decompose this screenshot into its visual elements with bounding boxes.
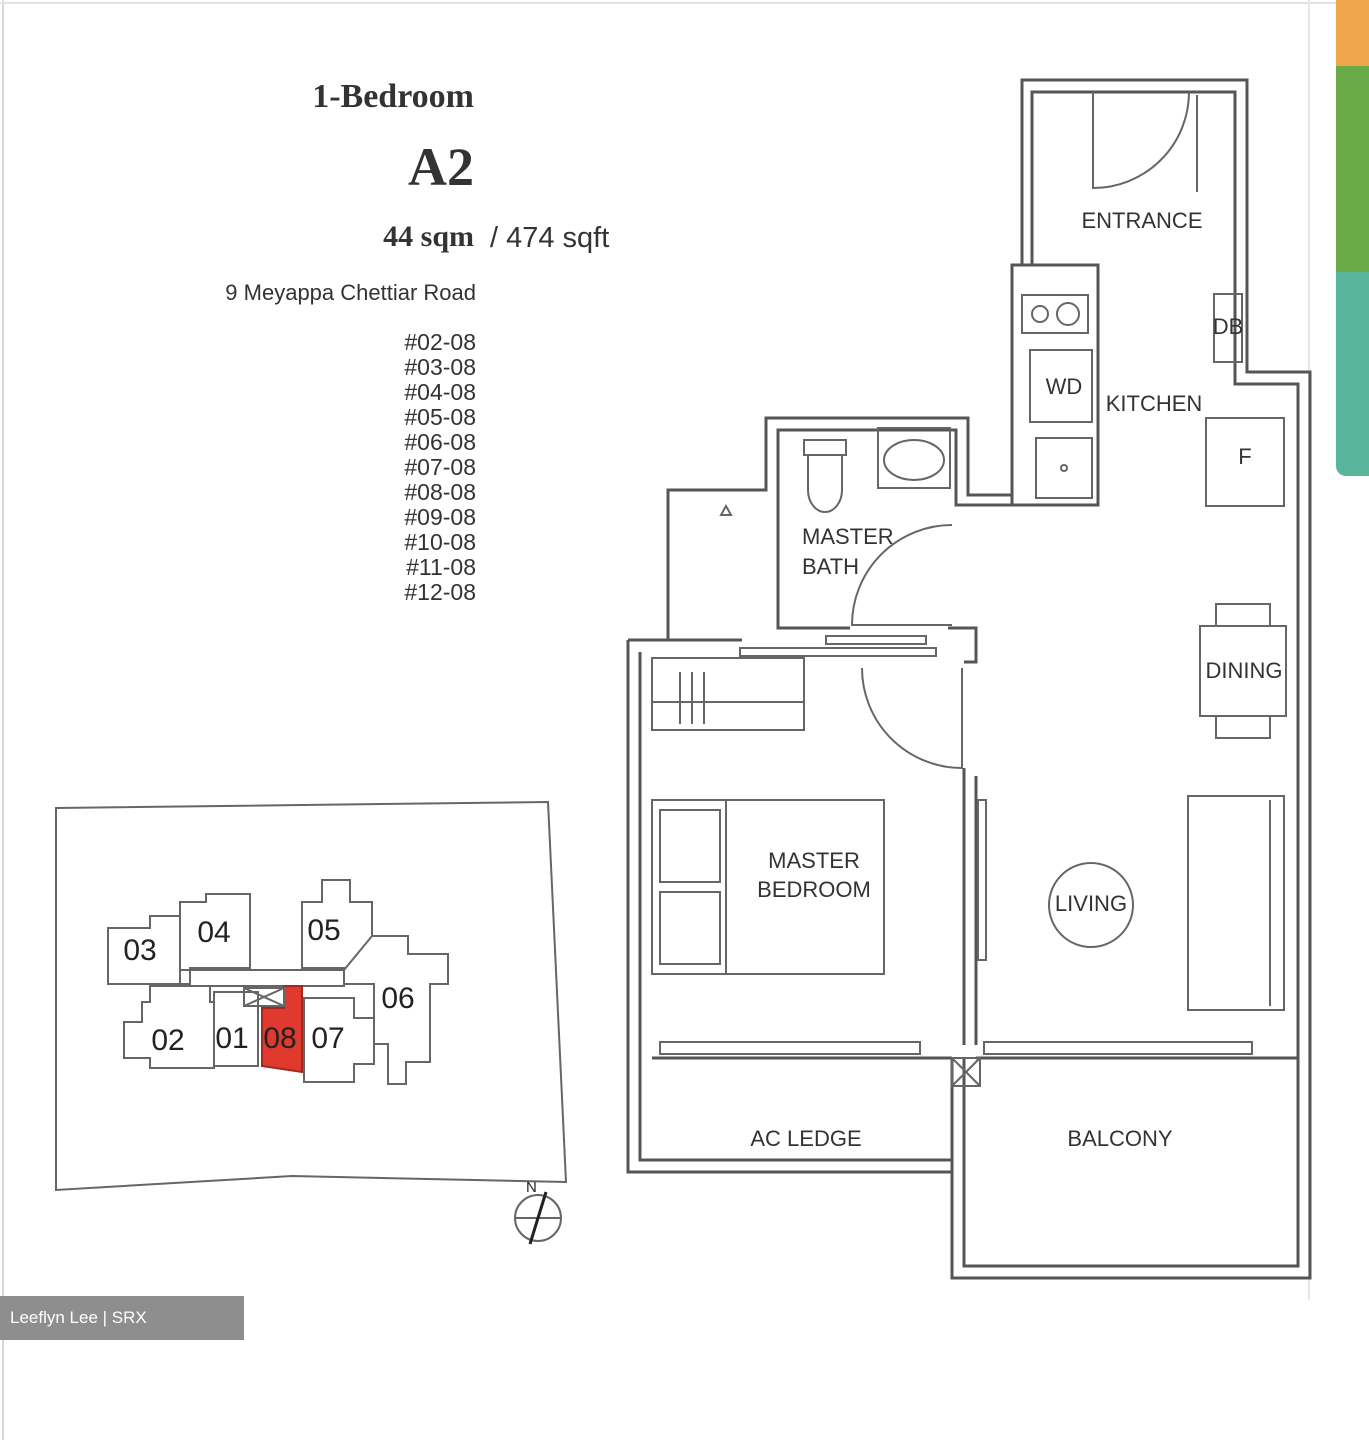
- address: 9 Meyappa Chettiar Road: [225, 280, 476, 305]
- label-master-bath-1: MASTER: [802, 524, 894, 549]
- hob: [1021, 294, 1089, 334]
- column-cross: [951, 1057, 981, 1087]
- area-sqft: / 474 sqft: [490, 222, 610, 254]
- ac-ledge-window: [659, 1041, 921, 1055]
- unit-item: #07-08: [404, 454, 476, 480]
- bedroom-door: [861, 667, 963, 770]
- outer-wall-east: [950, 78, 1312, 1280]
- keyplan-unit-03: 03: [123, 934, 156, 967]
- wardrobe: [651, 657, 805, 731]
- block-07: [303, 997, 375, 1083]
- north-arrow-icon: [514, 1194, 562, 1242]
- label-master-bedroom-2: BEDROOM: [757, 877, 871, 902]
- label-wd: WD: [1046, 374, 1083, 399]
- entrance-door: [1092, 91, 1190, 190]
- hob-burner-icon: [1056, 302, 1080, 326]
- frame-border-top: [0, 2, 1340, 4]
- unit-item: #04-08: [404, 379, 476, 405]
- lift-cross: [243, 987, 285, 1007]
- label-kitchen: KITCHEN: [1106, 391, 1203, 416]
- north-arrow-needle: [528, 1191, 548, 1245]
- column-icon: [951, 1057, 981, 1087]
- floorplan: ENTRANCE DB WD KITCHEN F MASTER BATH DIN…: [626, 78, 1312, 1280]
- pillow: [659, 891, 721, 965]
- outer-wall-east-inner: [962, 90, 1300, 1268]
- corridor: [179, 969, 345, 987]
- side-tab-green[interactable]: [1336, 66, 1369, 272]
- bath-door: [850, 524, 953, 626]
- washer-dryer: [1029, 349, 1093, 423]
- keyplan: 03 04 05 06 02 01 08 07 N: [55, 800, 568, 1245]
- unit-item: #11-08: [406, 554, 476, 580]
- basin-bowl-icon: [883, 439, 945, 481]
- bed: [651, 799, 885, 975]
- sliding-door: [739, 647, 937, 657]
- unit-item: #03-08: [404, 354, 476, 380]
- kitchen-sink: [1035, 437, 1093, 499]
- bath-door-jamb: [948, 626, 978, 664]
- label-balcony: BALCONY: [1067, 1126, 1172, 1151]
- block-03-04: [107, 893, 251, 985]
- frame-border-left: [2, 0, 4, 1440]
- label-living: LIVING: [1055, 891, 1127, 916]
- area-sqm: 44 sqm: [383, 220, 474, 253]
- side-tab-orange[interactable]: [1336, 0, 1369, 66]
- tv-console: [977, 799, 987, 961]
- sofa: [1187, 795, 1285, 1011]
- unit-item: #09-08: [404, 504, 476, 530]
- hob-burner-icon: [1031, 305, 1049, 323]
- bath-inner-wall: [776, 428, 1012, 630]
- basin: [877, 427, 951, 489]
- keyplan-unit-02: 02: [151, 1024, 184, 1057]
- sliding-door: [825, 635, 927, 645]
- sink-drain-icon: [1060, 464, 1068, 472]
- keyplan-unit-06: 06: [381, 982, 414, 1015]
- label-fridge: F: [1238, 444, 1251, 469]
- watermark: Leeflyn Lee | SRX PROPERTY: [0, 1296, 244, 1371]
- block-02: [123, 985, 215, 1069]
- keyplan-unit-01: 01: [215, 1022, 248, 1055]
- north-label: N: [526, 1179, 537, 1196]
- label-master-bath-2: BATH: [802, 554, 859, 579]
- living-marker: [1048, 862, 1134, 948]
- block-05-06: [301, 879, 449, 1085]
- unit-divider: [343, 935, 373, 971]
- unit-item: #05-08: [404, 404, 476, 430]
- unit-item: #12-08: [404, 579, 476, 605]
- site-boundary: [55, 800, 568, 1192]
- label-entrance: ENTRANCE: [1081, 208, 1202, 233]
- unit-item: #10-08: [404, 529, 476, 555]
- label-dining: DINING: [1206, 658, 1283, 683]
- floor-trap-icon: [719, 503, 733, 516]
- side-tab-teal[interactable]: [1336, 272, 1369, 476]
- bedroom-type-title: 1-Bedroom: [312, 78, 474, 115]
- bath-outer-wall: [666, 416, 1012, 640]
- keyplan-unit-07: 07: [311, 1022, 344, 1055]
- fridge: [1205, 417, 1285, 507]
- bedroom-outer-wall-inner: [638, 652, 952, 1162]
- keyplan-unit-04: 04: [197, 916, 230, 949]
- dining-chair: [1215, 603, 1271, 627]
- label-master-bedroom-1: MASTER: [768, 848, 860, 873]
- label-db: DB: [1213, 314, 1244, 339]
- unit-item: #06-08: [404, 429, 476, 455]
- pillow: [659, 809, 721, 883]
- keyplan-unit-05: 05: [307, 914, 340, 947]
- bedroom-outer-wall: [626, 640, 952, 1174]
- toilet-icon: [807, 454, 843, 513]
- kitchen-counter: [1010, 263, 1100, 507]
- keyplan-unit-08: 08: [263, 1022, 296, 1055]
- dining-chair: [1215, 715, 1271, 739]
- unit-item: #02-08: [404, 329, 476, 355]
- balcony-sliding-door: [983, 1041, 1253, 1055]
- unit-item: #08-08: [404, 479, 476, 505]
- unit-type-title: A2: [408, 137, 474, 197]
- toilet-tank: [803, 439, 847, 456]
- unit-08-highlight: [261, 985, 303, 1074]
- label-ac-ledge: AC LEDGE: [750, 1126, 861, 1151]
- db-box: [1213, 293, 1243, 363]
- lift-core: [243, 987, 285, 1007]
- unit-list: #02-08 #03-08 #04-08 #05-08 #06-08 #07-0…: [330, 330, 476, 605]
